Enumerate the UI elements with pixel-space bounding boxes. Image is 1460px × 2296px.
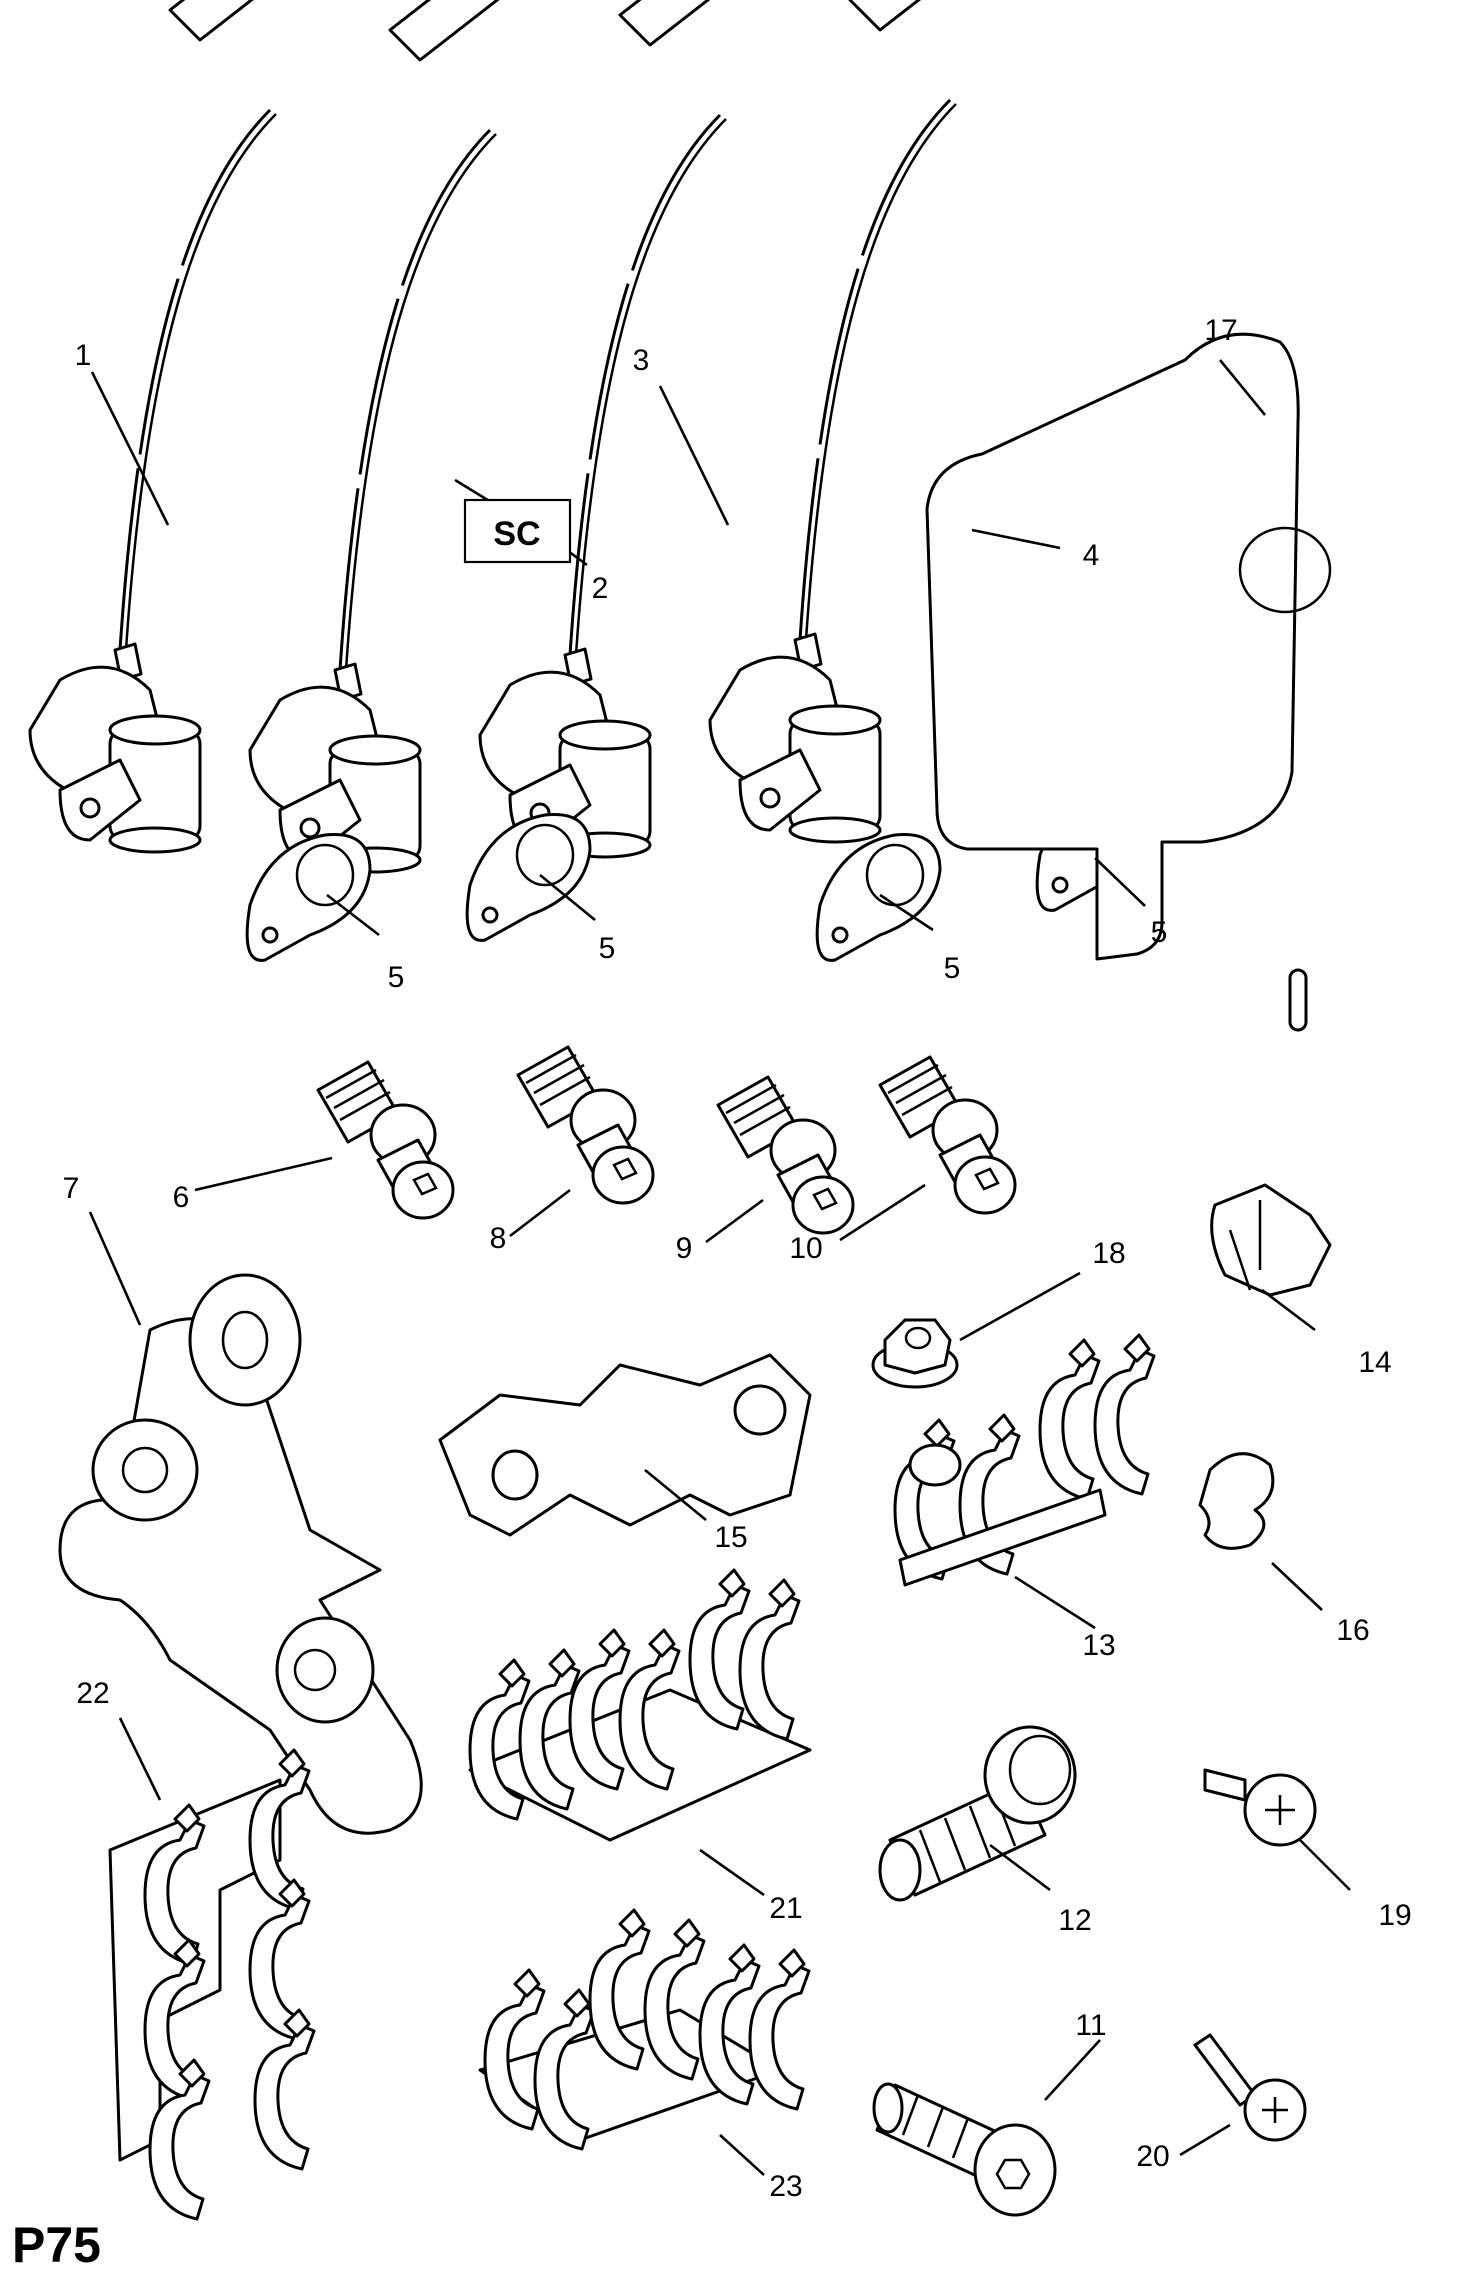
clip-15	[438, 1353, 812, 1537]
page-code: P75	[12, 2217, 101, 2273]
leader-lines	[88, 359, 1351, 2176]
svg-text:SC: SC	[493, 515, 540, 553]
gasket-5b	[465, 812, 592, 942]
callout-14: 14	[1358, 1346, 1391, 1379]
callout-5a: 5	[388, 961, 405, 994]
bolt-12	[878, 1725, 1077, 1902]
clip-16	[1198, 1452, 1275, 1550]
bracket-22	[108, 1748, 316, 2221]
clip-13	[893, 1333, 1156, 1587]
sensor-1	[28, 0, 304, 854]
screw-10	[878, 1055, 1017, 1215]
callout-5c: 5	[944, 952, 961, 985]
callout-1: 1	[75, 339, 92, 372]
clip-14	[1210, 1183, 1332, 1297]
sc-badge: SC	[463, 498, 572, 564]
gasket-5a	[245, 832, 372, 962]
callout-5d: 5	[1151, 916, 1168, 949]
callout-15: 15	[714, 1521, 747, 1554]
callout-20: 20	[1136, 2140, 1169, 2173]
callout-5b: 5	[599, 932, 616, 965]
callout-11: 11	[1075, 2009, 1106, 2042]
callout-22: 22	[76, 1677, 109, 1710]
clip-23	[478, 1908, 811, 2151]
callout-16: 16	[1336, 1614, 1369, 1647]
callout-17: 17	[1204, 314, 1237, 347]
screw-6	[316, 1060, 455, 1220]
callout-18: 18	[1092, 1237, 1125, 1270]
callout-12: 12	[1058, 1904, 1091, 1937]
nut-18	[871, 1318, 959, 1389]
screw-8	[516, 1045, 655, 1205]
callout-13: 13	[1082, 1629, 1115, 1662]
callout-8: 8	[490, 1222, 507, 1255]
gasket-5c	[815, 832, 942, 962]
screw-11	[872, 2082, 1057, 2217]
clip-21	[468, 1568, 812, 1842]
callout-2: 2	[592, 572, 609, 605]
callout-21: 21	[769, 1892, 802, 1925]
callout-9: 9	[676, 1232, 693, 1265]
callout-4: 4	[1083, 539, 1100, 572]
callout-19: 19	[1378, 1899, 1411, 1932]
callout-3: 3	[633, 344, 650, 377]
cover-plate-17	[925, 332, 1332, 1032]
callout-6: 6	[173, 1181, 190, 1214]
bracket-7	[58, 1273, 423, 1835]
screw-9	[716, 1075, 855, 1235]
screw-20	[1193, 2033, 1307, 2142]
callout-7: 7	[63, 1172, 80, 1205]
callout-10: 10	[789, 1232, 822, 1265]
screw-19	[1203, 1768, 1317, 1847]
callout-23: 23	[769, 2170, 802, 2203]
